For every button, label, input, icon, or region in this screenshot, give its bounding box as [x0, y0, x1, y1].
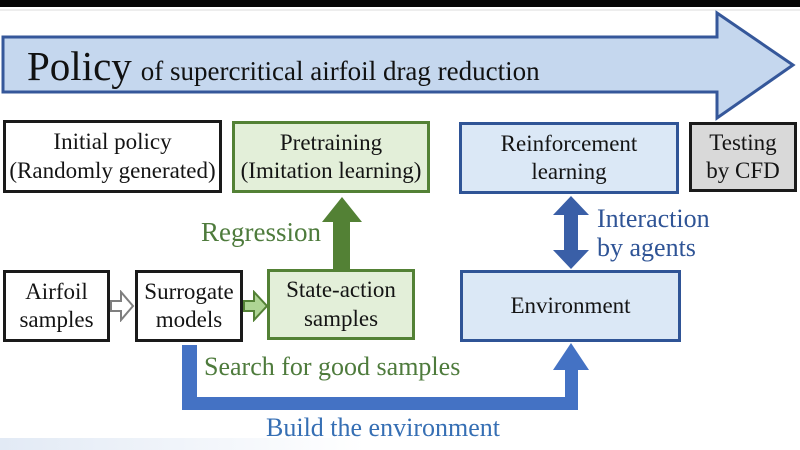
top-bar-shadow [0, 9, 800, 11]
policy-banner-title: Policy of supercritical airfoil drag redu… [27, 42, 540, 90]
policy-banner-title-rest: of supercritical airfoil drag reduction [140, 56, 540, 86]
box-surrogate-models: Surrogate models [135, 270, 243, 342]
box-initial-policy-line1: Initial policy [53, 129, 172, 155]
box-airfoil-samples-line1: Airfoil [25, 278, 88, 304]
box-airfoil-samples-line2: samples [19, 307, 94, 332]
regression-arrow [322, 197, 362, 271]
interaction-label-line1: Interaction [597, 204, 710, 233]
box-pretraining-line2: (Imitation learning) [240, 158, 422, 183]
box-surrogate-models-line1: Surrogate [144, 278, 234, 304]
box-initial-policy: Initial policy (Randomly generated) [3, 120, 222, 193]
regression-label: Regression [201, 217, 321, 247]
box-testing-cfd: Testing by CFD [689, 122, 797, 192]
bottom-sheen [0, 438, 430, 450]
policy-banner-arrow [1, 10, 796, 121]
search-samples-label: Search for good samples [204, 352, 461, 381]
box-reinforcement-learning-line1: Reinforcement [500, 130, 638, 156]
box-state-action-samples: State-action samples [267, 269, 415, 340]
airfoil-to-surrogate-arrow-icon [110, 290, 135, 322]
interaction-label: Interaction by agents [597, 204, 710, 262]
box-pretraining: Pretraining (Imitation learning) [232, 121, 430, 193]
box-state-action-samples-line1: State-action [286, 277, 396, 303]
box-airfoil-samples: Airfoil samples [3, 270, 110, 342]
box-reinforcement-learning: Reinforcement learning [459, 122, 679, 194]
box-initial-policy-line2: (Randomly generated) [9, 157, 216, 183]
box-testing-cfd-line2: by CFD [706, 158, 780, 183]
box-environment: Environment [460, 270, 681, 342]
interaction-label-line2: by agents [597, 233, 696, 262]
box-pretraining-line1: Pretraining [279, 129, 383, 155]
box-reinforcement-learning-line2: learning [531, 159, 607, 184]
box-surrogate-models-line2: models [155, 307, 223, 332]
top-black-bar [0, 0, 800, 7]
policy-banner-title-emphasis: Policy [27, 43, 132, 89]
box-testing-cfd-line1: Testing [709, 129, 777, 155]
box-state-action-samples-line2: samples [303, 305, 379, 331]
surrogate-to-state-action-arrow-icon [243, 290, 269, 322]
build-environment-label: Build the environment [266, 413, 500, 442]
build-environment-elbow-arrow [182, 343, 589, 410]
box-environment-line1: Environment [510, 292, 631, 318]
interaction-double-arrow [553, 196, 589, 269]
